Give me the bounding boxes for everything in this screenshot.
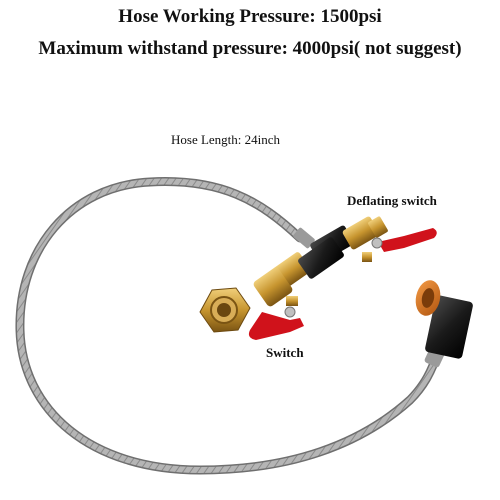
hose-length-label: Hose Length: 24inch (171, 132, 281, 147)
working-pressure-text: Hose Working Pressure: 1500psi (118, 6, 382, 27)
deflating-switch-label: Deflating switch (347, 193, 437, 208)
max-pressure-text: Maximum withstand pressure: 4000psi( not… (38, 38, 462, 59)
switch-label: Switch (266, 345, 304, 360)
